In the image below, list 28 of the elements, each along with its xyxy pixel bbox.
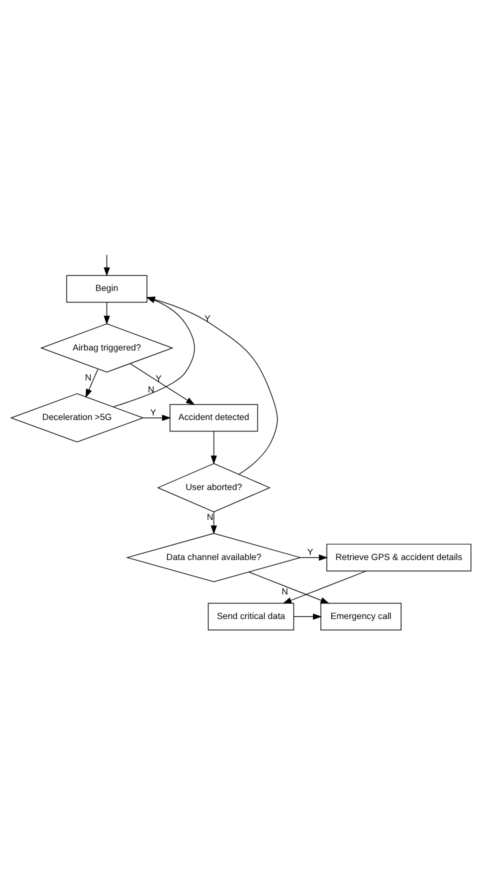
node-box: Retrieve GPS & accident details (326, 544, 472, 572)
node-diamond: Deceleration >5G (10, 393, 144, 442)
arrow (210, 512, 217, 534)
arrow (282, 570, 367, 604)
edge-label: N (282, 586, 288, 597)
arrow (142, 414, 171, 421)
edge-label: Y (150, 407, 156, 418)
arrow (85, 368, 98, 398)
arrow (130, 363, 195, 406)
node-box: Begin (66, 275, 148, 303)
node-box: Send critical data (208, 602, 294, 630)
arrow (104, 254, 110, 276)
arrow (293, 614, 322, 620)
node-box: Accident detected (170, 404, 258, 432)
node-diamond: Data channel available? (126, 533, 302, 582)
edge-label: Y (307, 547, 314, 558)
edge-label: Y (204, 313, 210, 324)
arrow (248, 572, 330, 604)
arrow (104, 302, 110, 325)
node-box: Emergency call (320, 602, 402, 630)
edge-label: N (148, 384, 154, 394)
node-diamond: Airbag triggered? (40, 323, 174, 373)
arrow (210, 431, 217, 464)
edge-label: N (84, 372, 92, 382)
node-diamond: User aborted? (157, 463, 271, 512)
edge-label: N (206, 512, 214, 522)
arrow (300, 554, 328, 561)
edge-label: Y (156, 373, 162, 384)
